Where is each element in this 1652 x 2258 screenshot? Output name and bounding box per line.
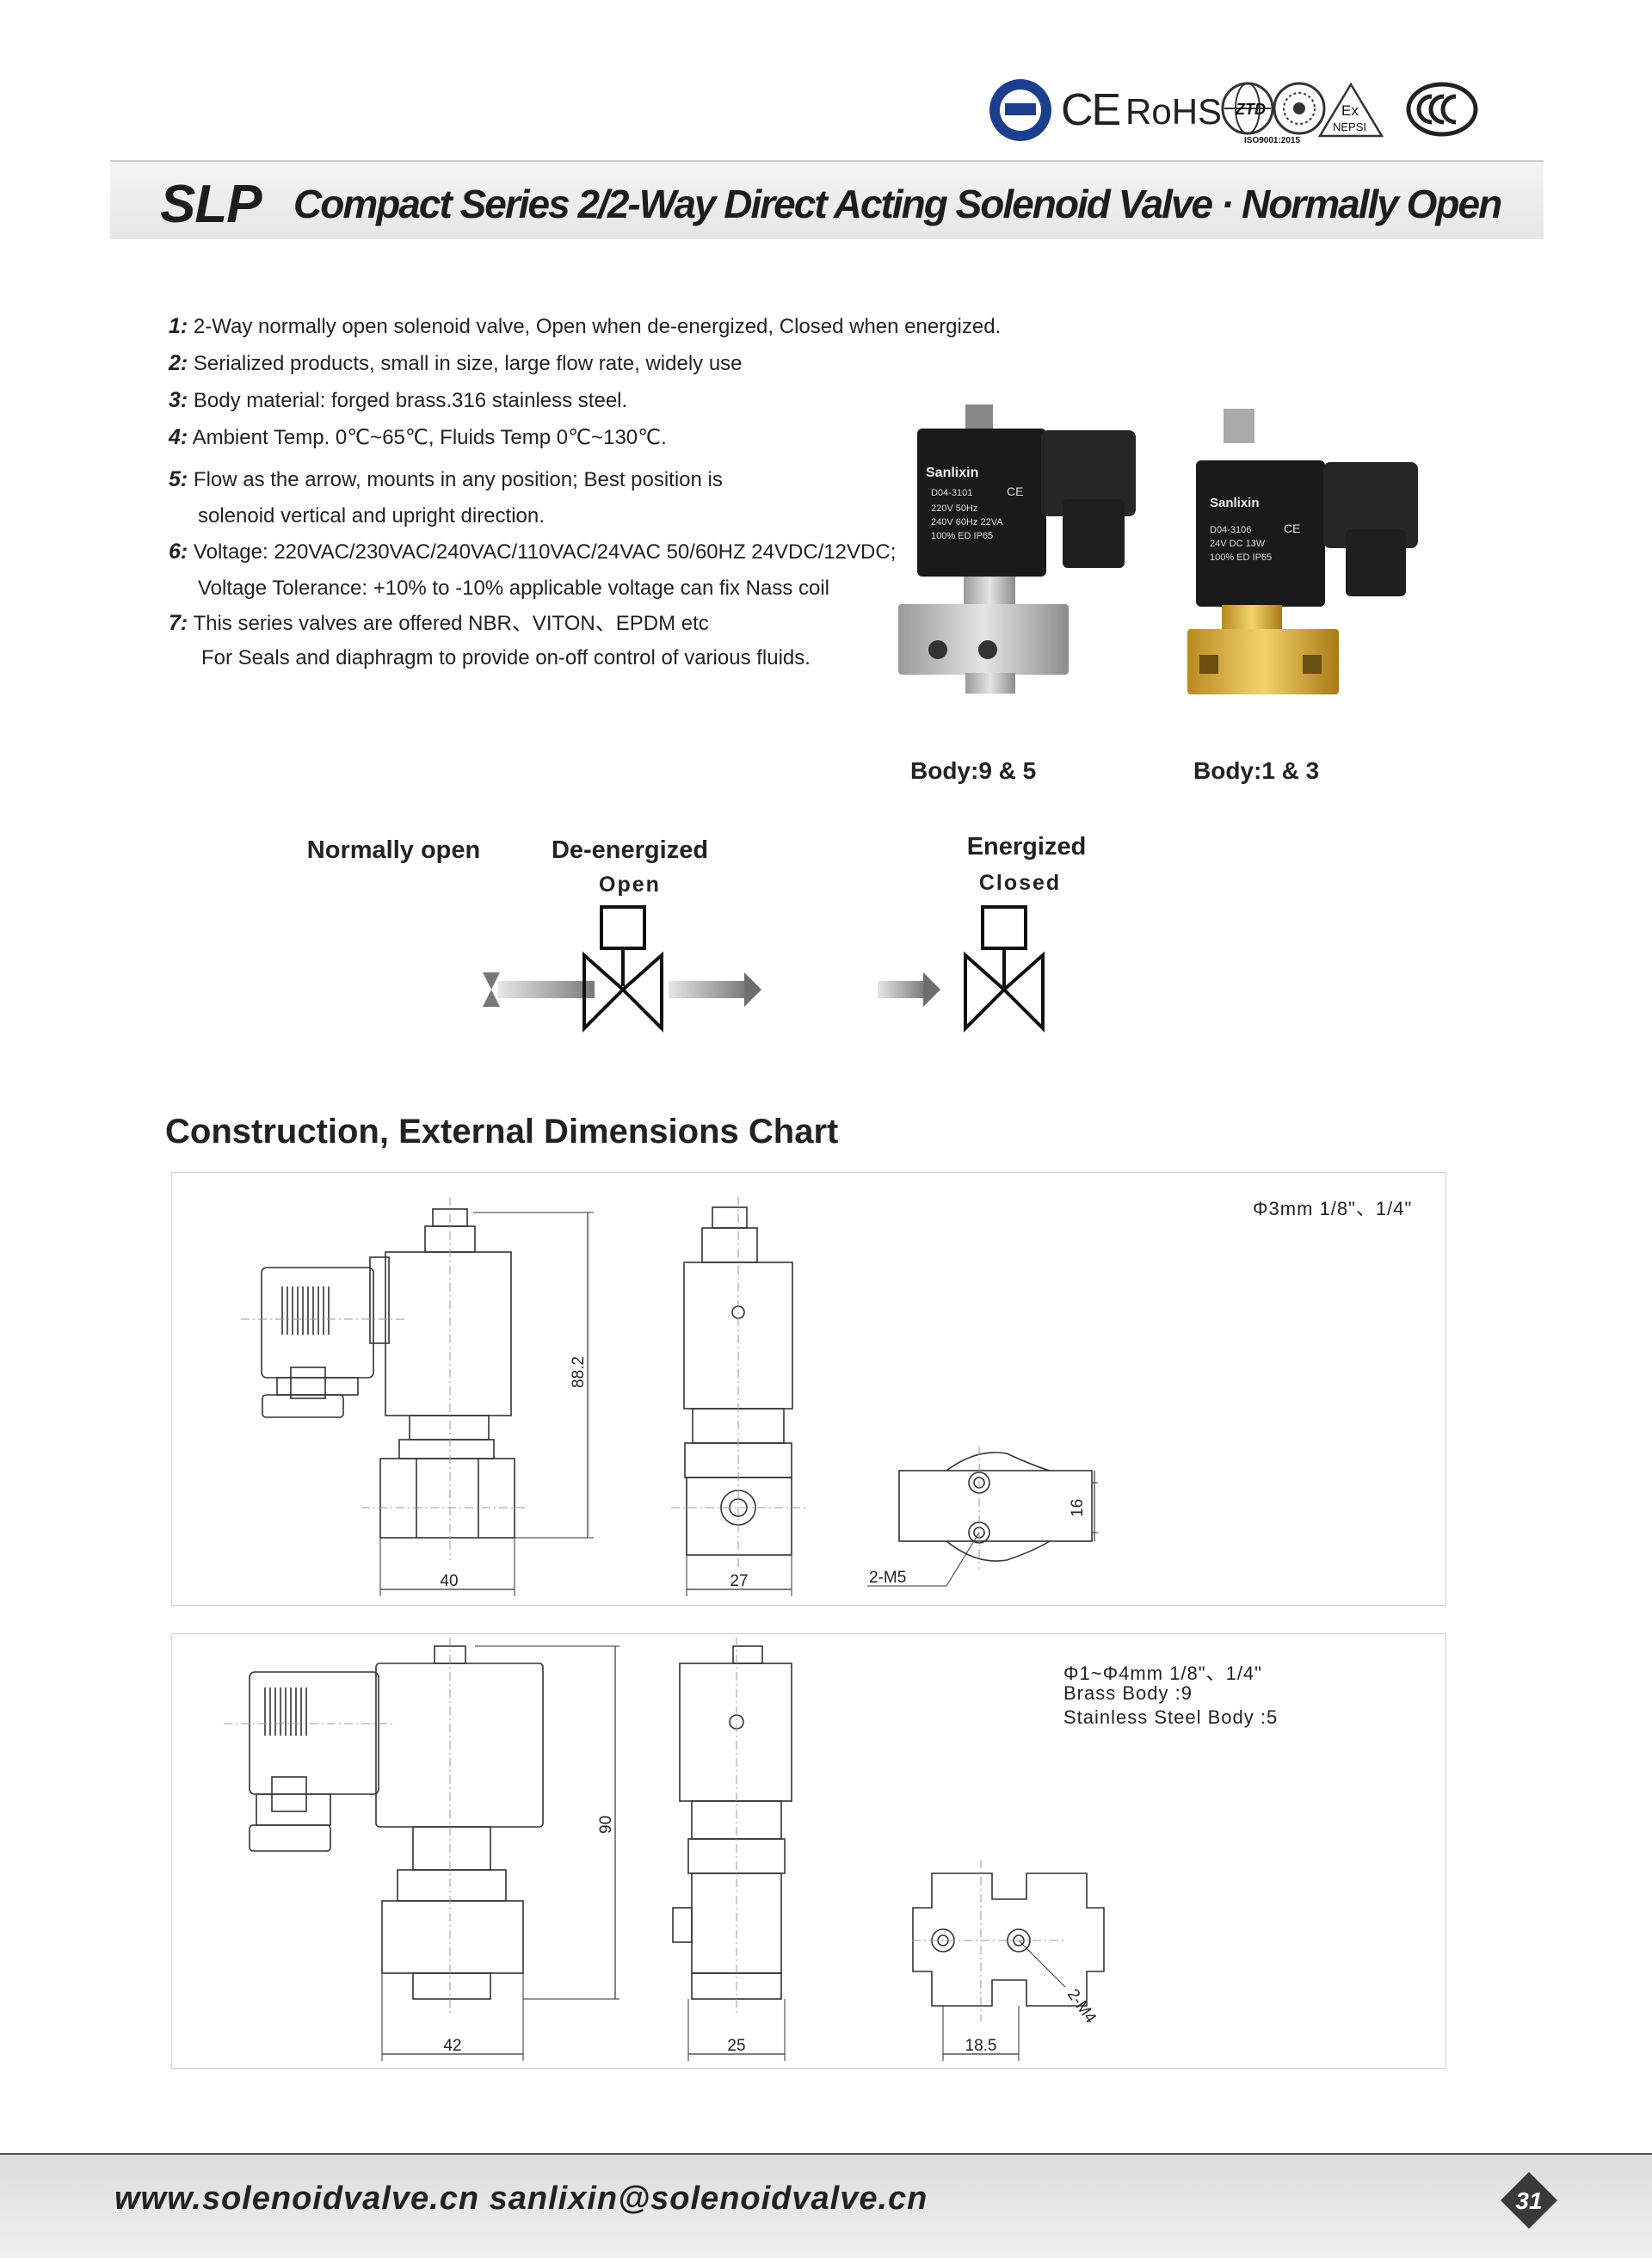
page-number: 31 <box>1515 2187 1542 2214</box>
panel2-dim-height: 90 <box>597 1816 615 1834</box>
panel2-note-2: Brass Body :9 <box>1063 1682 1193 1704</box>
rohs-mark: RoHS <box>1125 91 1223 132</box>
flow-in-arrow-icon <box>498 981 595 998</box>
coil-brand: Sanlixin <box>926 466 978 480</box>
panel1-dim-height: 88.2 <box>570 1356 588 1388</box>
body-caption-left: Body:9 & 5 <box>910 757 1037 784</box>
valve-closed-icon <box>964 905 1045 1033</box>
flow-blocked-arrow-icon <box>878 981 925 998</box>
svg-text:24V DC 13W: 24V DC 13W <box>1210 539 1266 549</box>
feature-item: 7: This series valves are offered NBR、VI… <box>169 611 811 669</box>
ce-mark: CE <box>1061 85 1121 135</box>
panel1-dim-width-a: 40 <box>440 1572 458 1590</box>
panel1-dim-width-b: 27 <box>730 1572 748 1590</box>
svg-text:220V 50Hz: 220V 50Hz <box>931 503 977 514</box>
dimension-panel-1: Φ3mm 1/8"、1/4" <box>171 1172 1446 1606</box>
product-photo-stainless: Sanlixin D04-3101 CE 220V 50Hz 240V 60Hz… <box>898 404 1136 694</box>
deenergized-label: De-energized <box>551 836 709 864</box>
dimension-panel-2: Φ1~Φ4mm 1/8"、1/4" Brass Body :9 Stainles… <box>171 1633 1446 2069</box>
open-label: Open <box>599 873 661 897</box>
section-title: Construction, External Dimensions Chart <box>165 1113 839 1151</box>
svg-text:100% ED IP65: 100% ED IP65 <box>931 531 993 541</box>
normally-open-label: Normally open <box>306 836 481 864</box>
closed-label: Closed <box>978 871 1062 895</box>
panel2-dim-width-a: 42 <box>443 2037 461 2055</box>
tuv-logo-icon <box>989 79 1051 141</box>
body-caption-right: Body:1 & 3 <box>1193 757 1320 784</box>
iso-label: ISO9001:2015 <box>1244 136 1300 145</box>
panel2-note-1: Φ1~Φ4mm 1/8"、1/4" <box>1063 1663 1262 1684</box>
svg-text:240V 60Hz 22VA: 240V 60Hz 22VA <box>931 517 1003 527</box>
panel1-dim-bottom: 16 <box>1069 1499 1087 1517</box>
ztd-label: ZTD <box>1235 101 1266 118</box>
svg-text:CE: CE <box>1007 484 1023 498</box>
dimension-drawing-1: 88.2 40 27 16 2-M5 <box>241 1197 1098 1596</box>
feature-item: 3: Body material: forged brass.316 stain… <box>169 388 628 412</box>
flow-out-arrow-icon <box>669 981 746 998</box>
series-code: SLP <box>160 175 262 234</box>
panel2-note-3: Stainless Steel Body :5 <box>1063 1706 1279 1728</box>
page-number-badge: 31 <box>1501 2172 1557 2229</box>
ex-label: Ex <box>1341 102 1359 119</box>
footer: www.solenoidvalve.cn sanlixin@solenoidva… <box>0 2153 1652 2258</box>
svg-text:CE: CE <box>1284 521 1300 535</box>
feature-item: 1: 2-Way normally open solenoid valve, O… <box>169 314 1002 338</box>
title-bar: SLP Compact Series 2/2-Way Direct Acting… <box>110 160 1544 239</box>
feature-item: 5: Flow as the arrow, mounts in any posi… <box>169 467 723 527</box>
ccc-logo-icon <box>1406 82 1478 137</box>
energized-label: Energized <box>966 833 1087 861</box>
feature-item: 4: Ambient Temp. 0℃~65℃, Fluids Temp 0℃~… <box>169 425 667 449</box>
certification-logos: CE RoHS ZTD ISO9001:2015 Ex NEPSI <box>988 76 1478 145</box>
panel2-dim-bottom: 18.5 <box>965 2037 997 2055</box>
feature-item: 2: Serialized products, small in size, l… <box>169 351 743 375</box>
flow-diagram <box>483 905 1045 1033</box>
page-title: Compact Series 2/2-Way Direct Acting Sol… <box>293 182 1502 226</box>
svg-text:D04-3101: D04-3101 <box>931 488 972 498</box>
feature-item: 6: Voltage: 220VAC/230VAC/240VAC/110VAC/… <box>169 540 897 600</box>
footer-contact: www.solenoidvalve.cn sanlixin@solenoidva… <box>114 2181 928 2217</box>
dimension-drawing-2: 90 42 25 18.5 2-M4 <box>224 1638 1105 2061</box>
svg-text:D04-3106: D04-3106 <box>1210 525 1251 535</box>
svg-text:Sanlixin: Sanlixin <box>1210 496 1260 510</box>
valve-open-icon <box>583 905 663 1033</box>
flow-tail-icon <box>483 972 500 1007</box>
panel1-thread: 2-M5 <box>869 1569 906 1587</box>
nepsi-label: NEPSI <box>1333 120 1366 133</box>
panel2-dim-width-b: 25 <box>727 2037 745 2055</box>
svg-text:100% ED IP65: 100% ED IP65 <box>1210 552 1272 563</box>
product-photo-brass: Sanlixin D04-3106 CE 24V DC 13W 100% ED … <box>1187 409 1418 694</box>
ztd-iso-logo-icon: ZTD ISO9001:2015 Ex NEPSI <box>1221 82 1384 145</box>
panel1-note: Φ3mm 1/8"、1/4" <box>1253 1198 1413 1219</box>
